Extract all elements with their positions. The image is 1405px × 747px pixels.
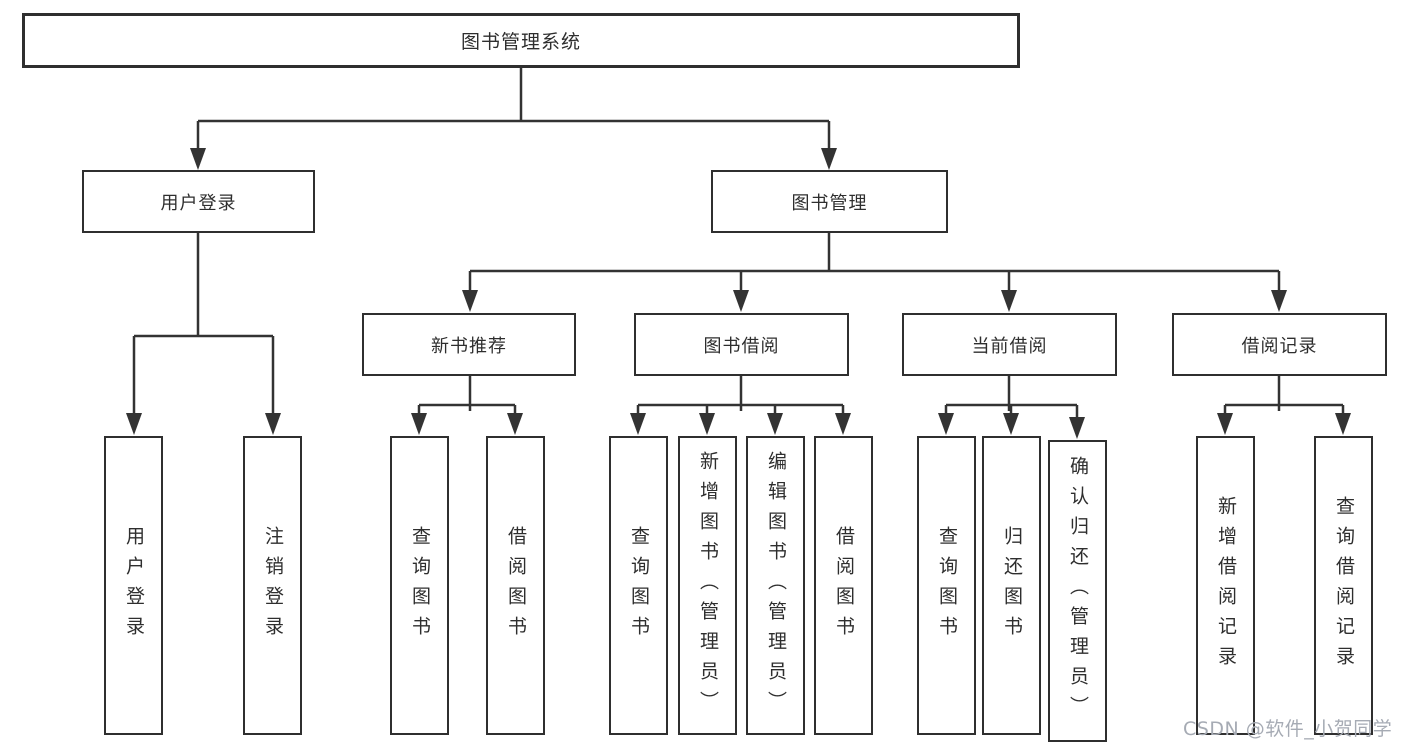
leaf-borrow-books-recommend: 借阅图书 [486, 436, 545, 735]
leaf-user-login: 用户登录 [104, 436, 163, 735]
node-label: 新增借阅记录 [1215, 495, 1237, 676]
node-label: 查询借阅记录 [1333, 495, 1355, 676]
node-label: 新书推荐 [431, 335, 507, 357]
leaf-add-books-admin: 新增图书（管理员） [678, 436, 737, 735]
node-label: 查询图书 [409, 525, 431, 646]
leaf-logout: 注销登录 [243, 436, 302, 735]
node-label: 借阅图书 [833, 525, 855, 646]
csdn-watermark: CSDN @软件_小贺同学 [1183, 718, 1393, 740]
node-label: 注销登录 [262, 525, 284, 646]
arrowheads [126, 148, 1351, 439]
leaf-return-books: 归还图书 [982, 436, 1041, 735]
leaf-query-books-recommend: 查询图书 [390, 436, 449, 735]
leaf-query-books-current: 查询图书 [917, 436, 976, 735]
node-new-book-recommend: 新书推荐 [362, 313, 576, 376]
connector-bookmanagement-to-level3 [468, 233, 1281, 292]
node-label: 图书管理 [791, 192, 868, 214]
node-label: 当前借阅 [971, 335, 1048, 357]
node-label: 借阅图书 [505, 525, 527, 646]
node-label: 用户登录 [160, 192, 237, 214]
node-label: 图书借阅 [703, 335, 780, 357]
connector-borrowrecords-to-leaves [1223, 376, 1345, 415]
leaf-query-borrow-record: 查询借阅记录 [1314, 436, 1373, 735]
node-label: 借阅记录 [1241, 335, 1318, 357]
node-book-management: 图书管理 [711, 170, 948, 233]
node-book-borrow: 图书借阅 [634, 313, 849, 376]
leaf-edit-books-admin: 编辑图书（管理员） [746, 436, 805, 735]
node-label: 确认归还（管理员） [1067, 456, 1089, 726]
node-library-management-system: 图书管理系统 [22, 13, 1020, 68]
leaf-borrow-books: 借阅图书 [814, 436, 873, 735]
connector-bookborrow-to-leaves [636, 376, 845, 415]
leaf-confirm-return-admin: 确认归还（管理员） [1048, 440, 1107, 742]
node-label: 查询图书 [936, 525, 958, 646]
node-label: 归还图书 [1001, 525, 1023, 646]
node-borrow-records: 借阅记录 [1172, 313, 1387, 376]
connector-root-to-level2 [196, 66, 831, 150]
node-user-login: 用户登录 [82, 170, 315, 233]
node-label: 图书管理系统 [460, 31, 581, 53]
connector-newbook-to-leaves [417, 376, 517, 415]
leaf-query-books-borrow: 查询图书 [609, 436, 668, 735]
leaf-add-borrow-record: 新增借阅记录 [1196, 436, 1255, 735]
node-label: 用户登录 [123, 525, 145, 646]
node-current-borrow: 当前借阅 [902, 313, 1117, 376]
node-label: 编辑图书（管理员） [765, 450, 787, 721]
connector-currentborrow-to-leaves [944, 376, 1079, 419]
connector-userlogin-to-leaves [132, 233, 275, 415]
node-label: 新增图书（管理员） [697, 450, 719, 721]
node-label: 查询图书 [628, 525, 650, 646]
